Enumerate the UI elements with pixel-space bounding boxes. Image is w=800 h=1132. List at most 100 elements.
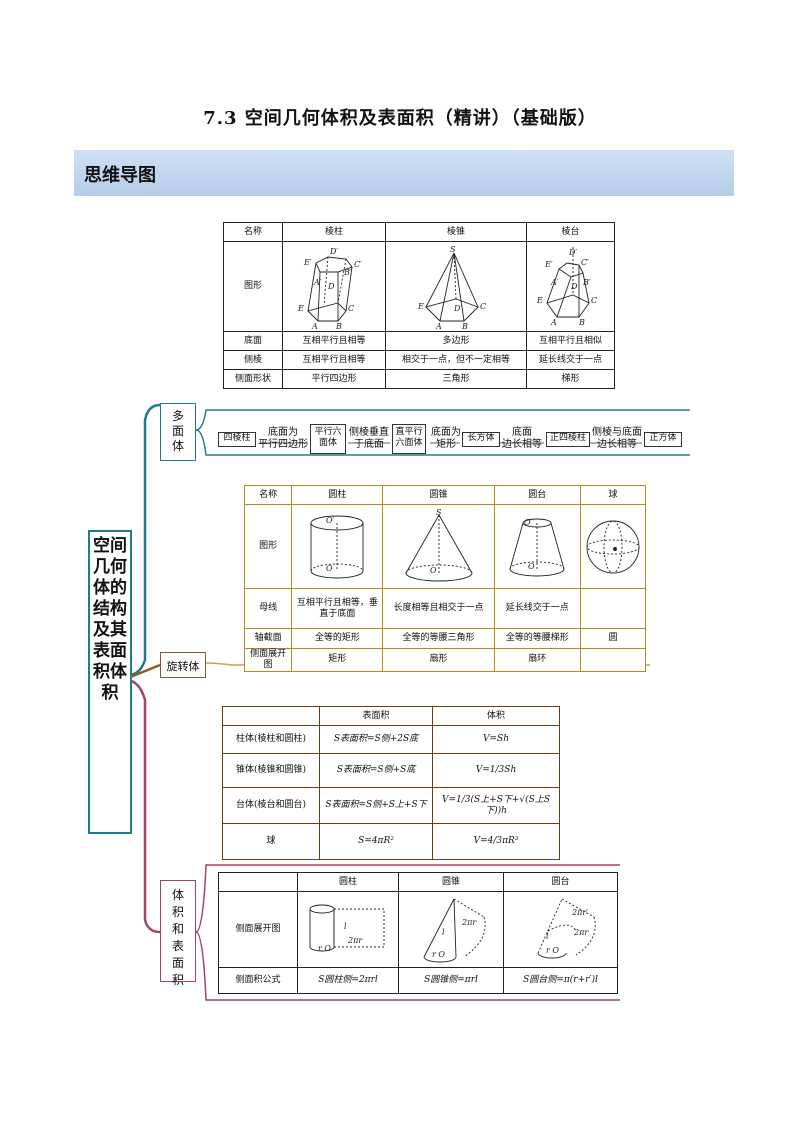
svg-text:C′: C′ — [354, 260, 362, 269]
table-cell: 扇形 — [382, 648, 495, 672]
cylinder-figure: O′ O — [291, 504, 384, 589]
svg-text:2πr′: 2πr′ — [571, 908, 588, 917]
svg-text:C: C — [480, 302, 486, 311]
svg-text:C: C — [591, 296, 597, 305]
svg-text:O: O — [326, 564, 333, 573]
table-cell: S圆台侧=π(r+r′)l — [503, 967, 618, 994]
table-cell: V=Sh — [432, 725, 560, 754]
svg-text:r O: r O — [546, 946, 559, 955]
svg-text:l: l — [442, 928, 445, 937]
edge-text: 边长相等 — [597, 439, 637, 450]
edge-text: 侧棱垂直 — [349, 427, 389, 438]
svg-text:E′: E′ — [303, 258, 312, 267]
svg-text:A: A — [435, 322, 442, 329]
row-label: 图形 — [243, 504, 293, 589]
edge-text: 侧棱与底面 — [592, 427, 642, 438]
chain-node: 直平行六面体 — [392, 424, 426, 454]
node-text: 平行六面体 — [314, 427, 342, 448]
chain-node: 正四棱柱 — [546, 432, 590, 447]
svg-text:A′: A′ — [313, 278, 322, 287]
header-cell: 体积 — [432, 706, 560, 726]
table-cell: S圆柱侧=2πrl — [297, 967, 399, 994]
edge-text: 底面为 — [431, 427, 461, 438]
table-cell: S表面积=S侧+S上+S下 — [319, 787, 433, 824]
svg-text:S: S — [450, 245, 456, 254]
header-cell: 名称 — [243, 485, 293, 505]
header-cell: 圆锥 — [382, 485, 495, 505]
header-cell: 圆柱 — [297, 872, 399, 892]
table-cell: 互相平行且相等，垂直于底面 — [291, 588, 384, 629]
table-cell: V=4/3πR³ — [432, 823, 560, 860]
chain-edge-label: 侧棱与底面 边长相等 — [590, 427, 644, 451]
svg-text:D: D — [453, 304, 461, 313]
svg-text:B: B — [578, 318, 585, 327]
table-cell: 台体(棱台和圆台) — [222, 787, 320, 824]
chain-edge-label: 底面为 矩形 — [428, 427, 464, 451]
table-cell: 长度相等且相交于一点 — [382, 588, 495, 629]
chain-edge-label: 侧棱垂直 于底面 — [346, 427, 392, 451]
table-cell: 侧面展开图 — [243, 648, 293, 672]
chain-node: 四棱柱 — [218, 432, 256, 447]
svg-text:O′: O′ — [524, 518, 533, 527]
branch-polyhedron: 多面体 — [160, 403, 196, 461]
chain-node: 长方体 — [462, 432, 500, 447]
table-cell: 锥体(棱锥和圆锥) — [222, 753, 320, 788]
table-cell: V=1/3Sh — [432, 753, 560, 788]
table-cell: 三角形 — [385, 369, 527, 389]
svg-text:l: l — [344, 922, 347, 931]
table-cell: S表面积=S侧+S底 — [319, 753, 433, 788]
connector-rotation — [127, 663, 161, 680]
header-cell: 表面积 — [319, 706, 433, 726]
svg-text:E: E — [297, 304, 304, 313]
table-cell: S=4πR² — [319, 823, 433, 860]
svg-text:O: O — [528, 562, 535, 571]
svg-text:l: l — [546, 932, 549, 941]
row-label: 侧面展开图 — [218, 891, 298, 968]
branch-label: 旋转体 — [166, 660, 200, 673]
table-cell: 球 — [222, 823, 320, 860]
table-cell: V=1/3(S上+S下+√(S上S下))h — [432, 787, 560, 824]
svg-text:O′: O′ — [326, 516, 335, 525]
svg-text:C: C — [348, 304, 354, 313]
svg-text:D: D — [327, 282, 335, 291]
mindmap-root: 空间几何体的结构及其表面积体积 — [88, 530, 132, 834]
svg-text:A: A — [311, 322, 318, 329]
svg-text:B′: B′ — [343, 268, 352, 277]
branch-label: 多面体 — [171, 409, 184, 453]
svg-text:E: E — [536, 296, 543, 305]
branch-rotation: 旋转体 — [160, 652, 206, 678]
row-label: 侧面积公式 — [218, 967, 298, 994]
header-cell — [218, 872, 298, 892]
svg-text:A′: A′ — [550, 278, 559, 287]
svg-text:2πr: 2πr — [573, 928, 589, 937]
table-cell: 全等的矩形 — [291, 628, 384, 649]
svg-text:B: B — [461, 322, 468, 329]
edge-text: 矩形 — [436, 439, 456, 450]
svg-text:E′: E′ — [544, 260, 553, 269]
chain-edge-label: 底面为 平行四边形 — [256, 427, 310, 451]
table-cell: 全等的等腰梯形 — [493, 628, 582, 649]
branch-label: 体积和表面积 — [171, 888, 184, 987]
banner-label: 思维导图 — [84, 165, 156, 186]
section-banner: 思维导图 — [74, 150, 734, 196]
connector-volume — [127, 678, 161, 934]
header-cell: 圆台 — [503, 872, 618, 892]
formula-table: 表面积 体积 柱体(棱柱和圆柱) S表面积=S侧+2S底 V=Sh 锥体(棱锥和… — [222, 706, 560, 860]
frustum-net-figure: 2πr′ 2πr l r O — [503, 891, 618, 968]
table-cell: 扇环 — [493, 648, 582, 672]
edge-text: 底面为 — [268, 427, 298, 438]
sphere-figure — [580, 504, 646, 589]
edge-text: 底面 — [512, 427, 532, 438]
svg-text:A: A — [550, 318, 557, 327]
svg-text:O: O — [430, 566, 437, 575]
edge-text: 于底面 — [354, 439, 384, 450]
svg-text:2πr: 2πr — [461, 918, 477, 927]
header-cell: 球 — [580, 485, 646, 505]
svg-text:B′: B′ — [582, 278, 591, 287]
svg-text:r O: r O — [432, 950, 445, 959]
chain-edge-label: 底面 边长相等 — [500, 427, 544, 451]
